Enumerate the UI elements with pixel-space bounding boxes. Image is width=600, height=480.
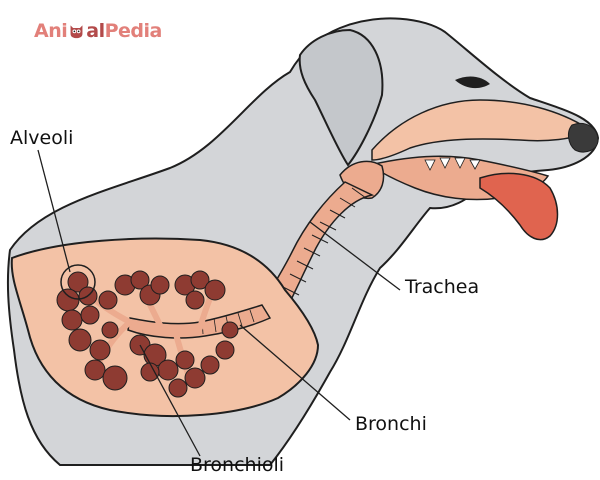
dog-ear <box>298 28 384 167</box>
leader-trachea <box>309 221 401 291</box>
leader-alveoli <box>37 149 71 273</box>
dog-teeth <box>424 157 481 171</box>
label-bronchi: Bronchi <box>355 413 427 435</box>
label-alveoli: Alveoli <box>10 127 74 149</box>
dog-tongue <box>479 172 559 241</box>
logo-text-part2: al <box>86 20 105 42</box>
leader-bronchi <box>239 324 351 421</box>
leader-bronchioli <box>139 344 201 457</box>
alveolus-highlight <box>60 264 96 300</box>
label-bronchioli: Bronchioli <box>190 454 285 476</box>
logo-text-part1: Ani <box>34 20 68 42</box>
logo-text-part3: Pedia <box>104 20 163 42</box>
leader-lines <box>37 149 401 457</box>
owl-cat-icon <box>70 25 83 39</box>
trachea-rings <box>275 187 367 308</box>
label-trachea: Trachea <box>405 276 480 298</box>
dog-eye <box>455 76 490 89</box>
dog-nose <box>567 123 599 153</box>
alveoli-clusters <box>56 270 239 398</box>
